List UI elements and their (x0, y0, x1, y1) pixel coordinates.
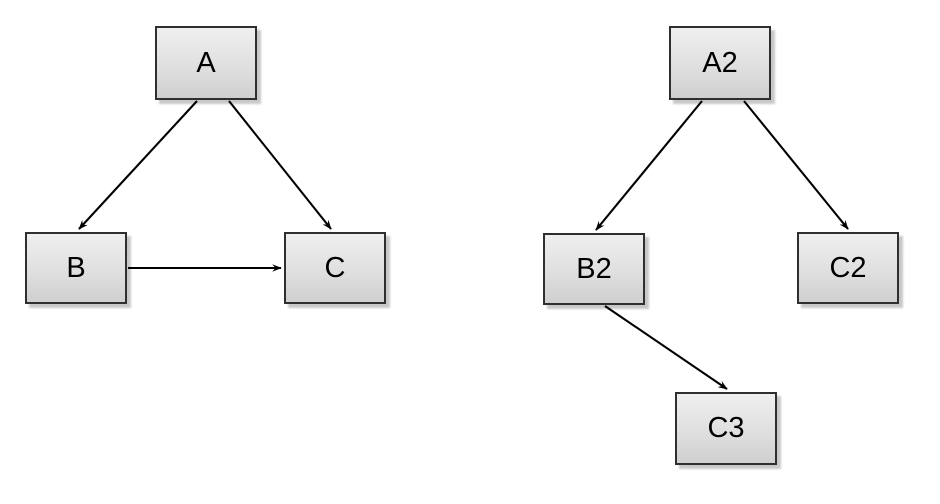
node-b2-label: B2 (576, 252, 612, 285)
node-b2[interactable]: B2 (543, 233, 645, 305)
edge-b2-to-c3 (604, 305, 728, 390)
node-b[interactable]: B (25, 232, 127, 304)
node-c-label: C (324, 251, 346, 284)
node-a-label: A (196, 46, 216, 79)
node-c3[interactable]: C3 (675, 392, 777, 465)
node-c3-label: C3 (707, 412, 745, 444)
node-a[interactable]: A (155, 26, 257, 100)
edge-a-to-b (78, 100, 198, 230)
node-a2-label: A2 (702, 46, 738, 79)
node-c2-label: C2 (829, 251, 867, 284)
node-c[interactable]: C (284, 232, 386, 304)
edge-a2-to-b2 (595, 100, 703, 231)
edge-a2-to-c2 (743, 100, 849, 230)
node-c2[interactable]: C2 (797, 232, 899, 304)
edge-a-to-c (228, 100, 332, 230)
node-b-label: B (66, 251, 86, 284)
node-a2[interactable]: A2 (669, 26, 771, 100)
